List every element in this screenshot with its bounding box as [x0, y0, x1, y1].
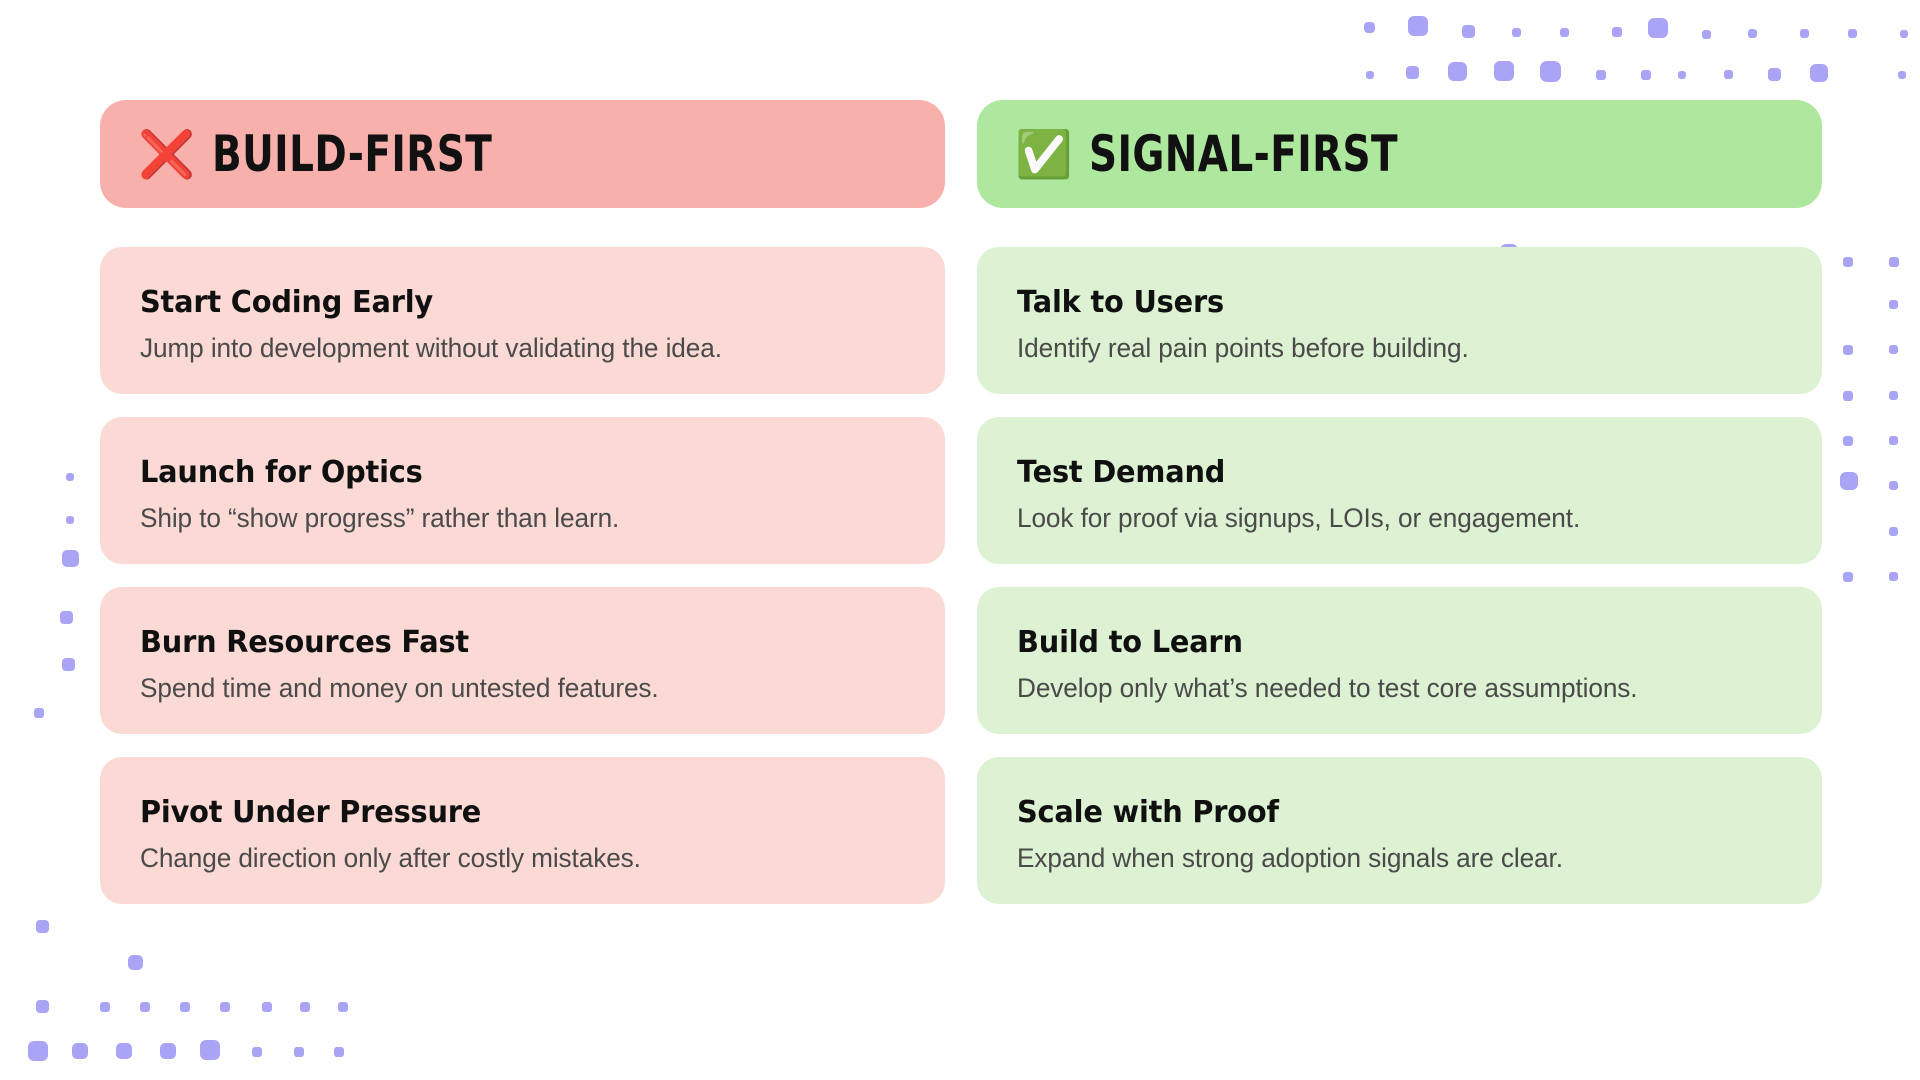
column-title-signal-first: Signal-First	[1089, 125, 1399, 183]
card-title: Build to Learn	[1017, 625, 1243, 660]
decorative-dot	[128, 955, 143, 970]
decorative-dot	[36, 920, 49, 933]
decorative-dot	[294, 1047, 304, 1057]
decorative-dot	[1843, 436, 1853, 446]
cross-mark-icon: ❌	[138, 128, 196, 180]
card-description: Jump into development without validating…	[140, 333, 722, 363]
decorative-dot	[1462, 25, 1475, 38]
decorative-dot	[334, 1047, 344, 1057]
decorative-dot	[1889, 300, 1898, 309]
decorative-dot	[1724, 70, 1733, 79]
decorative-dot	[338, 1002, 348, 1012]
decorative-dot	[1364, 22, 1375, 33]
card-item: Scale with Proof Expand when strong adop…	[977, 757, 1822, 904]
decorative-dot	[220, 1002, 230, 1012]
decorative-dot	[1800, 29, 1809, 38]
decorative-dot	[1560, 28, 1569, 37]
decorative-dot	[1889, 436, 1898, 445]
decorative-dot	[1596, 70, 1606, 80]
card-description: Develop only what’s needed to test core …	[1017, 673, 1638, 703]
decorative-dot	[262, 1002, 272, 1012]
card-list-signal-first: Talk to Users Identify real pain points …	[977, 247, 1822, 904]
check-mark-button-icon: ✅	[1015, 128, 1073, 180]
decorative-dot	[1889, 345, 1898, 354]
card-title: Pivot Under Pressure	[140, 795, 482, 830]
decorative-dot	[1648, 18, 1668, 38]
decorative-dot	[1366, 71, 1374, 79]
column-header-signal-first: ✅ Signal-First	[977, 100, 1822, 208]
decorative-dot	[1641, 70, 1651, 80]
card-description: Look for proof via signups, LOIs, or eng…	[1017, 503, 1581, 533]
decorative-dot	[1810, 64, 1828, 82]
decorative-dot	[1840, 472, 1858, 490]
decorative-dot	[1889, 257, 1899, 267]
card-description: Identify real pain points before buildin…	[1017, 333, 1469, 363]
decorative-dot	[1512, 28, 1521, 37]
decorative-dot	[1408, 16, 1428, 36]
decorative-dot	[200, 1040, 220, 1060]
decorative-dot	[1898, 71, 1906, 79]
decorative-dot	[100, 1002, 110, 1012]
decorative-dot	[1448, 62, 1467, 81]
card-item: Burn Resources Fast Spend time and money…	[100, 587, 945, 734]
decorative-dot	[180, 1002, 190, 1012]
decorative-dot	[1748, 29, 1757, 38]
decorative-dot	[1406, 66, 1419, 79]
decorative-dot	[28, 1041, 48, 1061]
card-title: Talk to Users	[1017, 285, 1224, 320]
card-title: Start Coding Early	[140, 285, 434, 320]
decorative-dot	[1494, 61, 1514, 81]
decorative-dot	[140, 1002, 150, 1012]
card-item: Build to Learn Develop only what’s neede…	[977, 587, 1822, 734]
decorative-dot	[1843, 572, 1853, 582]
decorative-dot	[252, 1047, 262, 1057]
decorative-dot	[1678, 71, 1686, 79]
decorative-dot	[66, 473, 74, 481]
decorative-dot	[160, 1043, 176, 1059]
decorative-dot	[1900, 30, 1908, 38]
decorative-dot	[1768, 68, 1781, 81]
decorative-dot	[1843, 345, 1853, 355]
decorative-dot	[60, 611, 73, 624]
decorative-dot	[62, 658, 75, 671]
column-signal-first: ✅ Signal-First Talk to Users Identify re…	[977, 100, 1822, 904]
card-item: Launch for Optics Ship to “show progress…	[100, 417, 945, 564]
decorative-dot	[1612, 27, 1622, 37]
card-description: Spend time and money on untested feature…	[140, 673, 659, 703]
decorative-dot	[66, 516, 74, 524]
decorative-dot	[1889, 481, 1898, 490]
card-description: Change direction only after costly mista…	[140, 843, 641, 873]
card-title: Scale with Proof	[1017, 795, 1279, 830]
card-description: Expand when strong adoption signals are …	[1017, 843, 1563, 873]
column-title-build-first: Build-First	[212, 125, 493, 183]
card-title: Burn Resources Fast	[140, 625, 469, 660]
card-item: Pivot Under Pressure Change direction on…	[100, 757, 945, 904]
decorative-dot	[1540, 61, 1561, 82]
card-item: Talk to Users Identify real pain points …	[977, 247, 1822, 394]
card-item: Test Demand Look for proof via signups, …	[977, 417, 1822, 564]
decorative-dot	[1889, 572, 1898, 581]
decorative-dot	[300, 1002, 310, 1012]
decorative-dot	[1889, 391, 1898, 400]
decorative-dot	[1702, 30, 1711, 39]
decorative-dot	[116, 1043, 132, 1059]
decorative-dot	[34, 708, 44, 718]
decorative-dot	[62, 550, 79, 567]
decorative-dot	[1889, 527, 1898, 536]
decorative-dot	[36, 1000, 49, 1013]
decorative-dot	[1843, 391, 1853, 401]
decorative-dot	[1843, 257, 1853, 267]
column-build-first: ❌ Build-First Start Coding Early Jump in…	[100, 100, 945, 904]
card-title: Launch for Optics	[140, 455, 423, 490]
decorative-dot	[72, 1043, 88, 1059]
card-title: Test Demand	[1017, 455, 1226, 490]
decorative-dot	[1848, 29, 1857, 38]
card-description: Ship to “show progress” rather than lear…	[140, 503, 620, 533]
card-list-build-first: Start Coding Early Jump into development…	[100, 247, 945, 904]
card-item: Start Coding Early Jump into development…	[100, 247, 945, 394]
column-header-build-first: ❌ Build-First	[100, 100, 945, 208]
